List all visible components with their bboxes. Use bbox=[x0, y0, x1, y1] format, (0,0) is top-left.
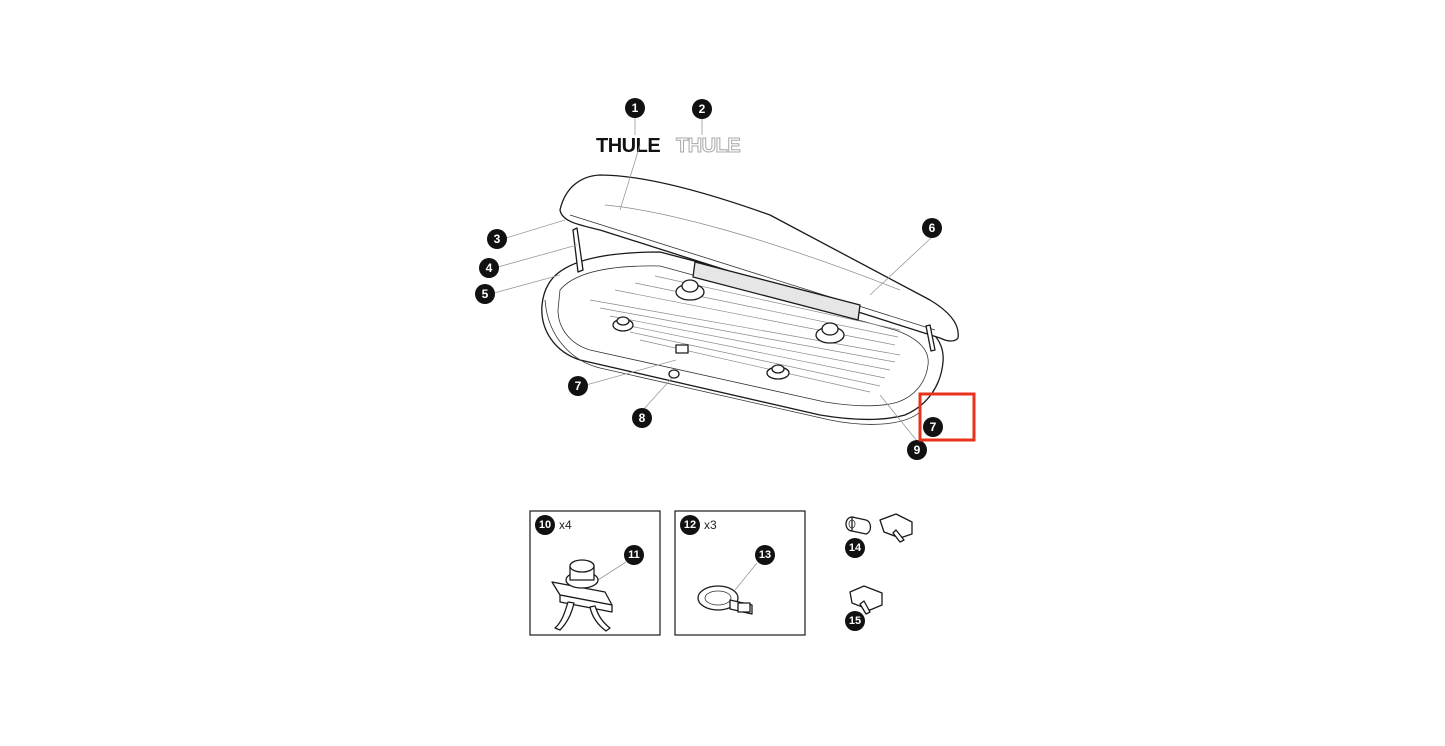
callout-15: 15 bbox=[845, 611, 865, 631]
lock-housing bbox=[675, 344, 689, 354]
callout-5: 5 bbox=[475, 284, 495, 304]
strap-illustration bbox=[697, 585, 753, 615]
callout-6: 6 bbox=[922, 218, 942, 238]
callout-10: 10 bbox=[535, 515, 555, 535]
box-inner-rim bbox=[557, 265, 929, 407]
thule-logo-black: THULE bbox=[596, 135, 660, 157]
callout-4: 4 bbox=[479, 258, 499, 278]
callout-9: 9 bbox=[907, 440, 927, 460]
svg-text:11: 11 bbox=[628, 549, 640, 561]
lock-cylinder-icon bbox=[845, 516, 872, 535]
key-15: 15 bbox=[845, 585, 883, 631]
svg-text:2: 2 bbox=[699, 102, 706, 116]
callout-11: 11 bbox=[624, 545, 644, 565]
box-lid bbox=[559, 174, 959, 342]
svg-text:12: 12 bbox=[684, 519, 696, 531]
lid-strut-right bbox=[925, 324, 936, 352]
callout-7-rear: 7 bbox=[923, 417, 943, 437]
mount-knob-1 bbox=[675, 279, 705, 301]
inner-rail-bar bbox=[692, 261, 861, 321]
callout-1: 1 bbox=[625, 98, 645, 118]
panel-strap-kit: 12 x3 13 bbox=[674, 510, 806, 636]
svg-text:5: 5 bbox=[482, 287, 489, 301]
svg-text:1: 1 bbox=[632, 101, 639, 115]
callout-8: 8 bbox=[632, 408, 652, 428]
svg-text:3: 3 bbox=[494, 232, 501, 246]
svg-text:15: 15 bbox=[849, 615, 861, 627]
roof-box-illustration bbox=[541, 174, 959, 425]
leader-lines bbox=[493, 117, 933, 442]
lock-cylinder bbox=[668, 369, 680, 379]
thule-logo-outline: THULE bbox=[676, 135, 740, 157]
highlight-box bbox=[918, 392, 976, 442]
box-lid-inner bbox=[569, 214, 936, 331]
callout-2: 2 bbox=[692, 99, 712, 119]
svg-text:7: 7 bbox=[575, 379, 582, 393]
callout-7-front: 7 bbox=[568, 376, 588, 396]
mount-knob-2 bbox=[815, 322, 845, 344]
svg-text:7: 7 bbox=[930, 420, 937, 434]
box-lid-seam bbox=[604, 204, 901, 291]
mount-knob-3 bbox=[612, 316, 634, 332]
callout-13: 13 bbox=[755, 545, 775, 565]
svg-text:6: 6 bbox=[929, 221, 936, 235]
mount-knob-4 bbox=[766, 364, 790, 380]
lock-and-key-14: 14 bbox=[845, 513, 913, 558]
svg-text:8: 8 bbox=[639, 411, 646, 425]
mount-foot-illustration bbox=[551, 559, 613, 632]
key-icon-15 bbox=[849, 585, 883, 615]
lid-strut-left bbox=[572, 227, 584, 273]
svg-text:10: 10 bbox=[539, 519, 551, 531]
svg-text:13: 13 bbox=[759, 549, 771, 561]
svg-text:4: 4 bbox=[486, 261, 493, 275]
callout-14: 14 bbox=[845, 538, 865, 558]
logo-group: THULE THULE bbox=[596, 135, 741, 158]
callout-12: 12 bbox=[680, 515, 700, 535]
panel-mount-kit: 10 x4 11 bbox=[529, 510, 661, 636]
key-icon-14 bbox=[879, 513, 913, 543]
quantity-12: x3 bbox=[704, 518, 717, 532]
quantity-10: x4 bbox=[559, 518, 572, 532]
svg-text:9: 9 bbox=[914, 443, 921, 457]
box-lower-edge bbox=[544, 299, 921, 425]
callout-3: 3 bbox=[487, 229, 507, 249]
svg-text:14: 14 bbox=[849, 542, 862, 554]
